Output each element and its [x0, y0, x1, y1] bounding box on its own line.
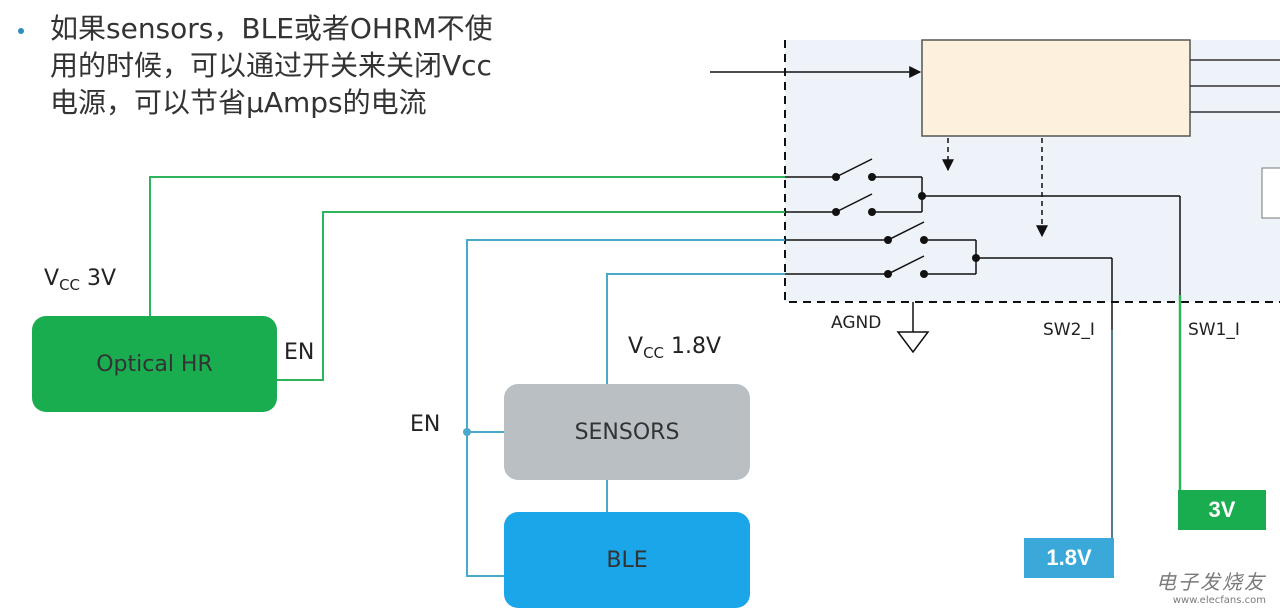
chip-region-border [784, 40, 1280, 303]
switch-dots-3v [832, 173, 926, 216]
ble-block: BLE [504, 512, 750, 608]
agnd-label: AGND [831, 313, 882, 333]
bullet-line-1: 如果sensors，BLE或者OHRM不使 [50, 12, 493, 45]
en-sensors-label: EN [410, 412, 441, 437]
ble-label: BLE [606, 547, 648, 573]
vcc-18v-value: 1.8V [664, 334, 722, 359]
bullet-line-2: 用的时候，可以通过开关来关闭Vcc [50, 49, 492, 82]
optical-hr-label: Optical HR [96, 351, 213, 377]
watermark-title: 电子发烧友 [1156, 570, 1266, 594]
watermark: 电子发烧友 www.elecfans.com [1156, 566, 1266, 606]
bullet-dot-icon [18, 28, 24, 34]
switch-group-18v [785, 221, 1112, 275]
regulator-block [921, 39, 1191, 137]
partial-block [1261, 167, 1280, 219]
vcc-3v-letter: V [44, 266, 60, 291]
vcc-3v-label: VCC 3V [44, 266, 117, 294]
en-junction-dot [463, 428, 471, 436]
agnd-ground-icon [896, 302, 930, 354]
vcc-3v-value: 3V [80, 266, 117, 291]
vcc-18v-label: VCC 1.8V [628, 334, 722, 362]
tag-3v: 3V [1178, 490, 1266, 530]
optical-hr-block: Optical HR [32, 316, 277, 412]
sensors-label: SENSORS [574, 419, 680, 445]
optical-hr-wires [149, 176, 785, 381]
en-optical-label: EN [284, 340, 315, 365]
sensors-ble-wires [466, 239, 785, 577]
watermark-url: www.elecfans.com [1172, 595, 1266, 606]
vcc-18v-subscript: CC [643, 344, 665, 362]
bullet-line-3: 电源，可以节省µAmps的电流 [50, 86, 427, 119]
vcc-3v-subscript: CC [59, 276, 81, 294]
sw1-label: SW1_I [1188, 320, 1240, 340]
switch-dots-18v [884, 236, 980, 278]
sw2-label: SW2_I [1043, 320, 1095, 340]
bullet-note: 如果sensors，BLE或者OHRM不使 用的时候，可以通过开关来关闭Vcc … [18, 10, 558, 121]
sensors-block: SENSORS [504, 384, 750, 480]
bullet-lines: 如果sensors，BLE或者OHRM不使 用的时候，可以通过开关来关闭Vcc … [50, 10, 558, 121]
tag-18v: 1.8V [1024, 538, 1114, 578]
vcc-18v-letter: V [628, 334, 644, 359]
